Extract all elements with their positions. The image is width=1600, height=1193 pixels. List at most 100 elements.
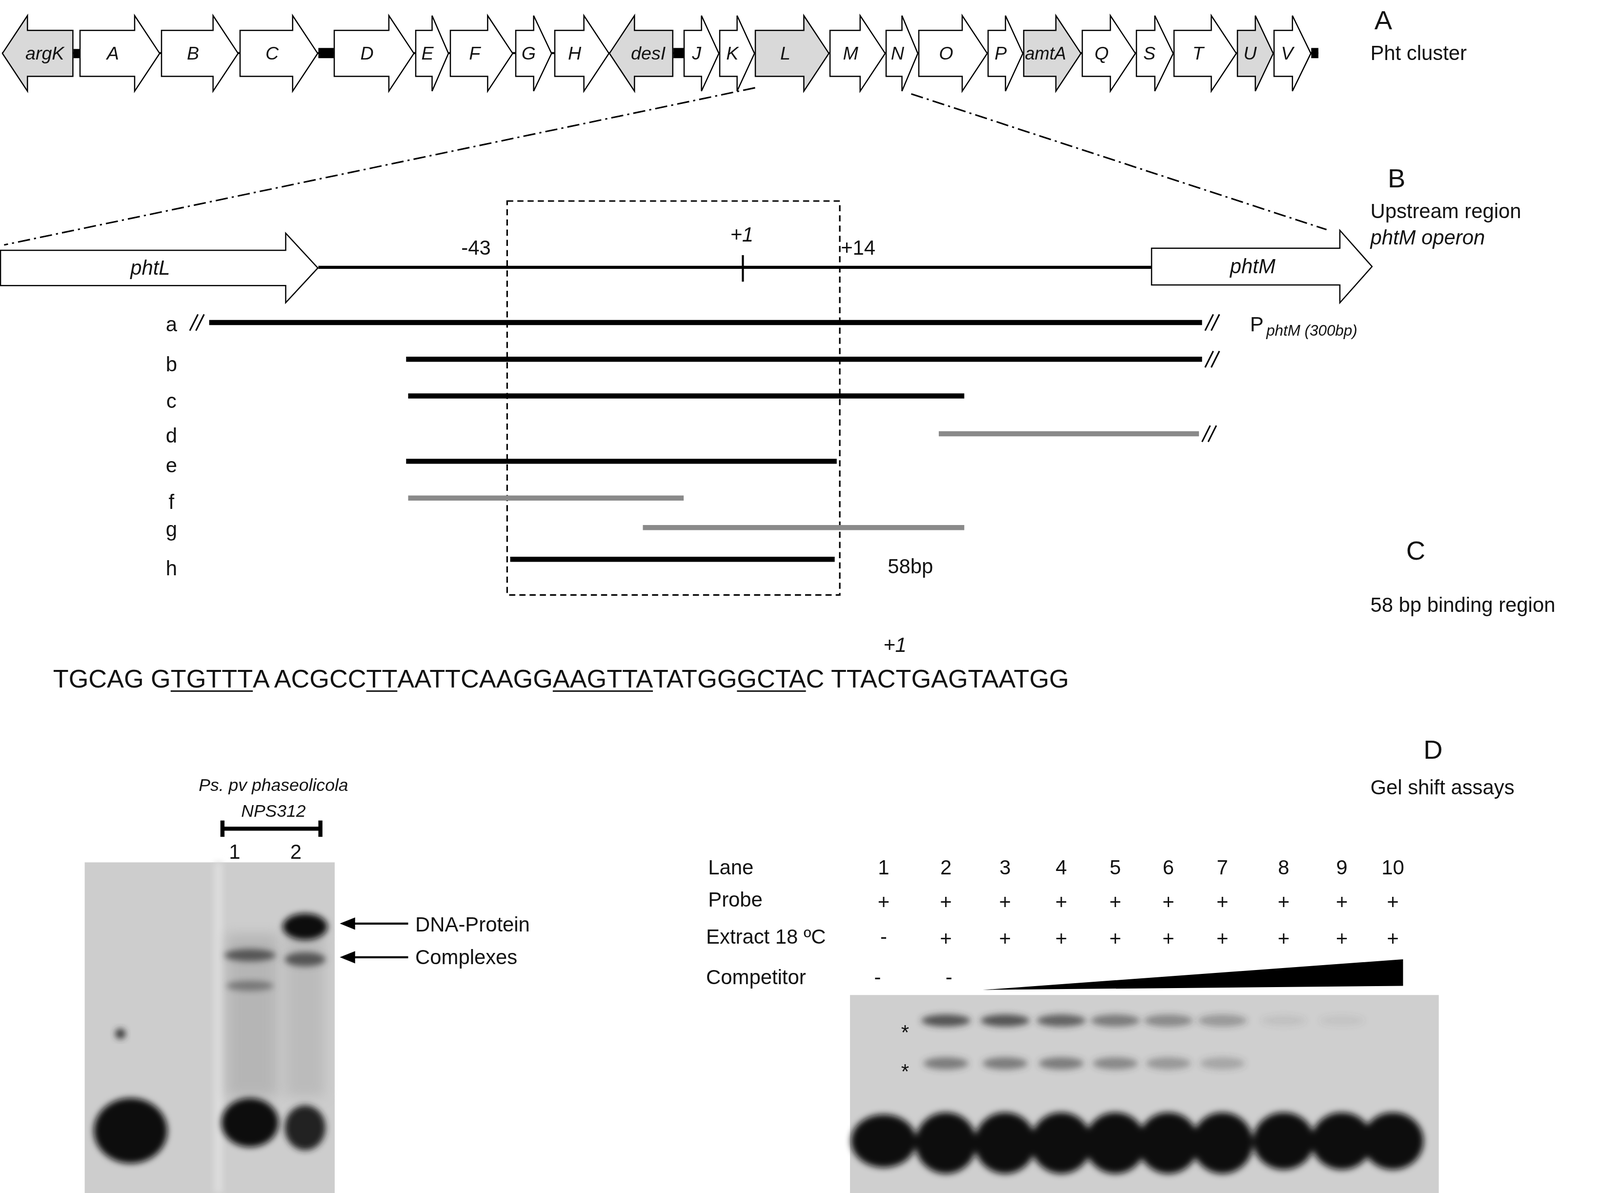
arrow-outline <box>161 15 239 92</box>
complex-band <box>226 980 274 992</box>
arrow-shape <box>554 15 609 92</box>
gene-arrow: D <box>333 15 415 92</box>
arrow-shape <box>1274 15 1311 92</box>
gene-arrow: M <box>829 15 886 92</box>
gene-name: D <box>360 44 374 63</box>
gene-name: Q <box>1094 44 1109 63</box>
figure-label: + <box>1336 928 1348 950</box>
fragment-line <box>407 495 684 501</box>
gene-arrow: phtL <box>0 232 319 304</box>
gene-arrow: L <box>754 15 830 92</box>
figure-label: + <box>1277 891 1290 913</box>
complex-band <box>224 949 276 962</box>
competitor-wedge <box>982 959 1404 991</box>
figure-label: P <box>1250 314 1264 335</box>
gene-name: phtM <box>1230 256 1276 277</box>
spacer-block <box>673 47 684 59</box>
arrow-shape <box>515 15 552 92</box>
complex-band <box>1145 1057 1191 1070</box>
complex-band <box>1143 1014 1193 1027</box>
figure-label: NPS312 <box>241 802 306 821</box>
arrow-shape <box>1135 15 1173 92</box>
figure-label: - <box>873 967 881 988</box>
gene-arrow: argK <box>1 15 74 92</box>
arrow-shape <box>830 15 886 92</box>
fragment-line <box>642 525 965 530</box>
gene-name: phtL <box>130 257 170 279</box>
figure-label: phtM (300bp) <box>1266 323 1358 339</box>
arrow-outline <box>239 15 319 92</box>
arrow-outline <box>683 15 720 92</box>
gene-arrow: amtA <box>1023 15 1082 92</box>
pointer-line <box>353 922 409 925</box>
arrow-outline <box>79 15 161 92</box>
complex-band <box>1036 1014 1086 1027</box>
figure-label: + <box>877 891 890 913</box>
sequence-segment: TATGG <box>652 666 737 692</box>
gene-arrow: G <box>515 15 552 92</box>
bracket-cap <box>220 820 225 837</box>
sequence-segment: AAGTTA <box>552 666 653 692</box>
figure-label: +14 <box>840 237 876 259</box>
figure-label: 2 <box>290 841 302 863</box>
arrow-shape <box>755 15 830 92</box>
break-mark <box>1205 314 1220 331</box>
arrow-shape <box>1082 15 1136 92</box>
pointer-head <box>339 917 355 930</box>
gene-name: N <box>891 44 905 63</box>
figure-label: C <box>1406 537 1426 565</box>
complex-arrows <box>339 917 408 964</box>
figure-label: c <box>166 390 177 412</box>
free-probe-band <box>1192 1112 1254 1174</box>
gene-arrow: K <box>719 15 755 92</box>
figure-label: + <box>1055 928 1068 950</box>
gene-arrow: T <box>1173 15 1237 92</box>
figure-label: A <box>1374 7 1393 34</box>
arrow-outline <box>449 15 514 92</box>
gene-name: P <box>994 44 1007 63</box>
bracket-cap <box>318 820 323 837</box>
spacer-block <box>1311 47 1319 59</box>
gene-name: amtA <box>1024 44 1066 63</box>
fragment-line <box>209 320 1203 325</box>
gene-arrow: H <box>554 15 610 92</box>
figure-label: + <box>1216 928 1229 950</box>
arrow-shape <box>988 15 1023 92</box>
gene-name: O <box>938 44 953 63</box>
figure-label: + <box>1055 891 1068 913</box>
spacer-block <box>318 47 334 59</box>
figure-label: e <box>165 455 178 476</box>
figure-label: h <box>165 558 178 579</box>
free-probe-band <box>1030 1112 1092 1174</box>
figure-label: + <box>1277 928 1290 950</box>
fragment-line <box>510 556 835 562</box>
gene-arrow: Q <box>1081 15 1136 92</box>
figure-label: Ps. pv phaseolicola <box>198 776 348 795</box>
figure-label: f <box>168 491 175 513</box>
complex-band <box>1090 1014 1140 1027</box>
arrow-outline <box>1173 15 1237 92</box>
complex-band <box>921 1014 971 1027</box>
zoom-line <box>3 87 755 245</box>
figure-label: + <box>1386 891 1399 913</box>
figure-label: + <box>1216 891 1229 913</box>
complex-band <box>980 1014 1030 1027</box>
free-probe-band <box>974 1112 1036 1174</box>
figure-label: + <box>999 891 1012 913</box>
figure-label: 3 <box>999 857 1011 878</box>
figure-label: 1 <box>877 857 890 878</box>
figure-label: D <box>1423 736 1443 764</box>
zoom-lines <box>3 87 1327 245</box>
arrow-outline <box>554 15 610 92</box>
zoom-line <box>911 93 1327 230</box>
arrow-shape <box>450 15 513 92</box>
complex-band <box>982 1057 1028 1070</box>
figure-label: + <box>1109 928 1121 950</box>
arrow-shape <box>918 15 988 92</box>
gene-name: A <box>106 44 120 63</box>
fragment-line <box>405 458 837 464</box>
complex-band <box>284 951 326 967</box>
figure-label: Lane <box>708 857 754 878</box>
gel-background <box>84 862 335 1193</box>
